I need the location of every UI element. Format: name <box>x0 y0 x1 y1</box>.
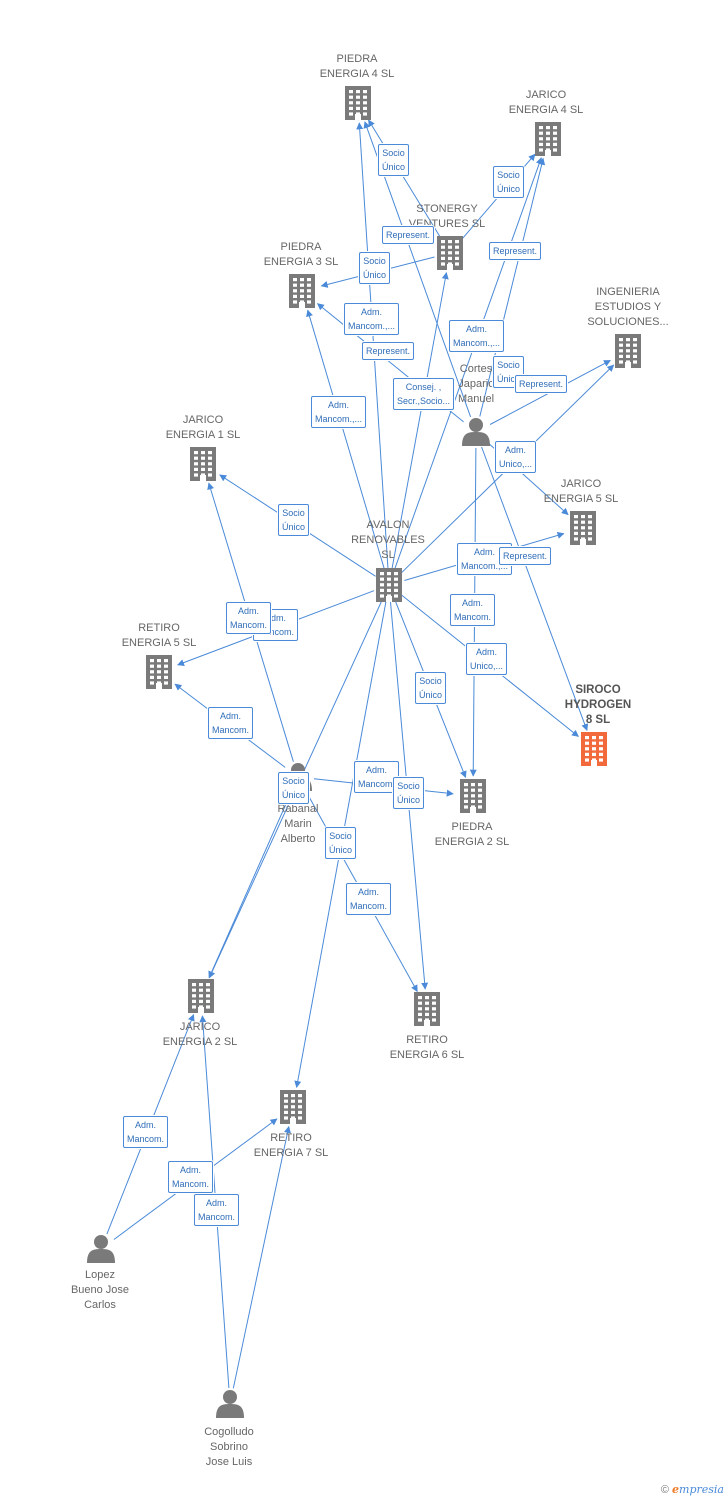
node-label-piedra3[interactable]: PIEDRA ENERGIA 3 SL <box>263 241 339 268</box>
edge-cogolludo-to-retiro7 <box>232 1125 291 1389</box>
node-label-avalon[interactable]: AVALON RENOVABLES SL <box>351 519 425 561</box>
relation-label: Adm. Mancom. <box>208 707 254 739</box>
building-icon-ingenieria[interactable] <box>615 334 641 368</box>
edge-rabanal-to-jarico2 <box>208 791 292 979</box>
relation-label: Socio Único <box>278 772 310 804</box>
relation-label: Represent. <box>499 547 552 565</box>
building-icon-retiro6[interactable] <box>414 992 440 1026</box>
node-label-lopez[interactable]: Lopez Bueno Jose Carlos <box>70 1269 130 1311</box>
building-icon-retiro5[interactable] <box>146 655 172 689</box>
relation-label: Socio Único <box>278 504 310 536</box>
footer-brand: © empresia <box>661 1483 724 1496</box>
relation-label: Adm. Mancom. <box>123 1116 169 1148</box>
node-label-jarico1[interactable]: JARICO ENERGIA 1 SL <box>165 414 241 441</box>
building-icon-jarico4[interactable] <box>535 122 561 156</box>
relation-label: Represent. <box>362 342 415 360</box>
person-icon-cogolludo[interactable] <box>216 1390 244 1418</box>
edge-avalon-to-jarico4 <box>393 157 543 571</box>
relation-label: Adm. Mancom.,... <box>311 396 367 428</box>
relation-label: Adm. Mancom. <box>194 1194 240 1226</box>
node-label-retiro7[interactable]: RETIRO ENERGIA 7 SL <box>253 1132 329 1159</box>
relation-label: Adm. Mancom.,... <box>449 320 505 352</box>
relation-label: Represent. <box>515 375 568 393</box>
relation-label: Adm. Unico,... <box>495 441 537 473</box>
copyright-symbol: © <box>660 1484 669 1496</box>
relation-label: Represent. <box>489 242 542 260</box>
node-label-retiro5[interactable]: RETIRO ENERGIA 5 SL <box>121 622 197 649</box>
relation-label: Adm. Mancom. <box>354 761 400 793</box>
building-icon-piedra4[interactable] <box>345 86 371 120</box>
person-icon-cortes[interactable] <box>462 418 490 446</box>
relation-label: Represent. <box>382 226 435 244</box>
building-icon-avalon[interactable] <box>376 568 402 602</box>
person-icon-lopez[interactable] <box>87 1235 115 1263</box>
brand-logo: empresia <box>672 1483 724 1496</box>
node-label-rabanal[interactable]: Rabanal Marin Alberto <box>277 803 319 845</box>
building-icon-jarico2[interactable] <box>188 979 214 1013</box>
node-label-siroco[interactable]: SIROCO HYDROGEN 8 SL <box>564 684 632 726</box>
edge-avalon-to-stonergy <box>391 272 449 570</box>
building-icon-stonergy[interactable] <box>437 236 463 270</box>
edge-stonergy-to-piedra4 <box>368 119 443 240</box>
relation-label: Socio Único <box>378 144 410 176</box>
relation-label: Consej. , Secr.,Socio... <box>393 378 455 410</box>
node-label-cogolludo[interactable]: Cogolludo Sobrino Jose Luis <box>204 1426 254 1468</box>
building-icon-jarico1[interactable] <box>190 447 216 481</box>
node-label-jarico2[interactable]: JARICO ENERGIA 2 SL <box>162 1021 238 1048</box>
relation-label: Socio Único <box>359 252 391 284</box>
node-label-ingenieria[interactable]: INGENIERIA ESTUDIOS Y SOLUCIONES... <box>587 286 669 328</box>
node-label-jarico5[interactable]: JARICO ENERGIA 5 SL <box>543 478 619 505</box>
building-icon-retiro7[interactable] <box>280 1090 306 1124</box>
edge-cortes-to-siroco <box>481 446 589 731</box>
nodes-layer <box>87 86 641 1418</box>
node-label-jarico4[interactable]: JARICO ENERGIA 4 SL <box>508 89 584 116</box>
relation-label: Socio Único <box>325 827 357 859</box>
building-icon-siroco[interactable] <box>581 732 607 766</box>
relation-label: Socio Único <box>493 166 525 198</box>
node-label-cortes[interactable]: Cortes Japaric Manuel <box>457 363 495 405</box>
relation-label: Socio Único <box>393 777 425 809</box>
edge-avalon-to-piedra3 <box>306 309 385 570</box>
relation-label: Adm. Unico,... <box>466 643 508 675</box>
relation-label: Adm. Mancom. <box>346 883 392 915</box>
relation-label: Socio Único <box>493 356 525 388</box>
building-icon-piedra3[interactable] <box>289 274 315 308</box>
relation-label: Adm. Mancom. <box>450 594 496 626</box>
relation-label: Adm. Mancom. <box>168 1161 214 1193</box>
relation-label: Socio Único <box>415 672 447 704</box>
relation-label: Adm. Mancom. <box>226 602 272 634</box>
edge-cortes-to-jarico4 <box>479 157 546 417</box>
node-label-retiro6[interactable]: RETIRO ENERGIA 6 SL <box>389 1034 465 1061</box>
node-label-piedra2[interactable]: PIEDRA ENERGIA 2 SL <box>434 821 510 848</box>
relation-label: Adm. Mancom.,... <box>344 303 400 335</box>
building-icon-jarico5[interactable] <box>570 511 596 545</box>
node-label-piedra4[interactable]: PIEDRA ENERGIA 4 SL <box>319 53 395 80</box>
building-icon-piedra2[interactable] <box>460 779 486 813</box>
